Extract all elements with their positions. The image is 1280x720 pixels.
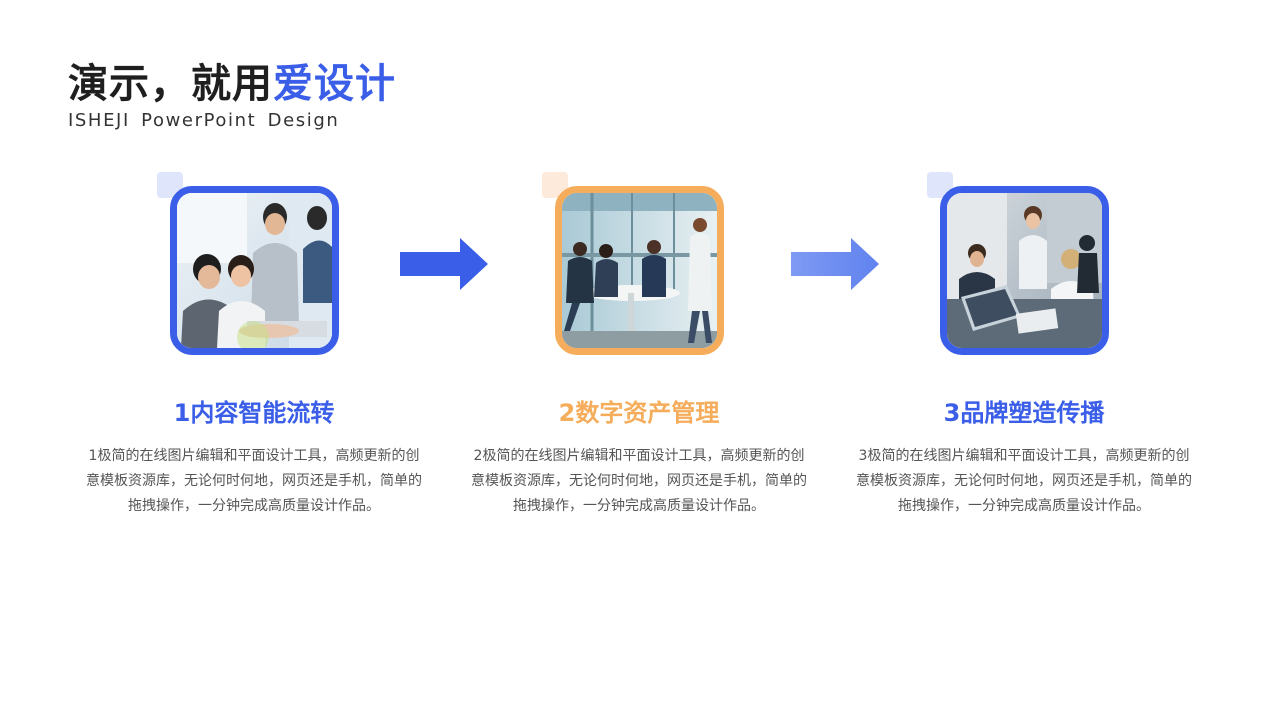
- step-title: 2数字资产管理: [558, 399, 720, 427]
- business-team-laptop-photo: [940, 186, 1109, 355]
- step-card-3: 3品牌塑造传播 3极简的在线图片编辑和平面设计工具，高频更新的创意模板资源库，无…: [844, 0, 1204, 720]
- arrow-right-icon: [791, 238, 879, 290]
- office-discussion-photo: [555, 186, 724, 355]
- title-accent: 爱设计: [273, 61, 396, 107]
- page-subtitle: ISHEJI PowerPoint Design: [68, 110, 340, 131]
- step-description: 2极简的在线图片编辑和平面设计工具，高频更新的创意模板资源库，无论何时何地，网页…: [471, 448, 807, 514]
- step-card-1: 1内容智能流转 1极简的在线图片编辑和平面设计工具，高频更新的创意模板资源库，无…: [74, 0, 434, 720]
- arrow-right-icon: [400, 238, 488, 290]
- step-title: 3品牌塑造传播: [943, 399, 1105, 427]
- title-main: 演示，就用: [68, 61, 273, 107]
- step-card-2: 2数字资产管理 2极简的在线图片编辑和平面设计工具，高频更新的创意模板资源库，无…: [459, 0, 819, 720]
- page-title: 演示，就用爱设计: [68, 58, 396, 110]
- step-description: 1极简的在线图片编辑和平面设计工具，高频更新的创意模板资源库，无论何时何地，网页…: [86, 448, 422, 514]
- step-description: 3极简的在线图片编辑和平面设计工具，高频更新的创意模板资源库，无论何时何地，网页…: [856, 448, 1192, 514]
- team-meeting-photo: [170, 186, 339, 355]
- step-title: 1内容智能流转: [173, 399, 335, 427]
